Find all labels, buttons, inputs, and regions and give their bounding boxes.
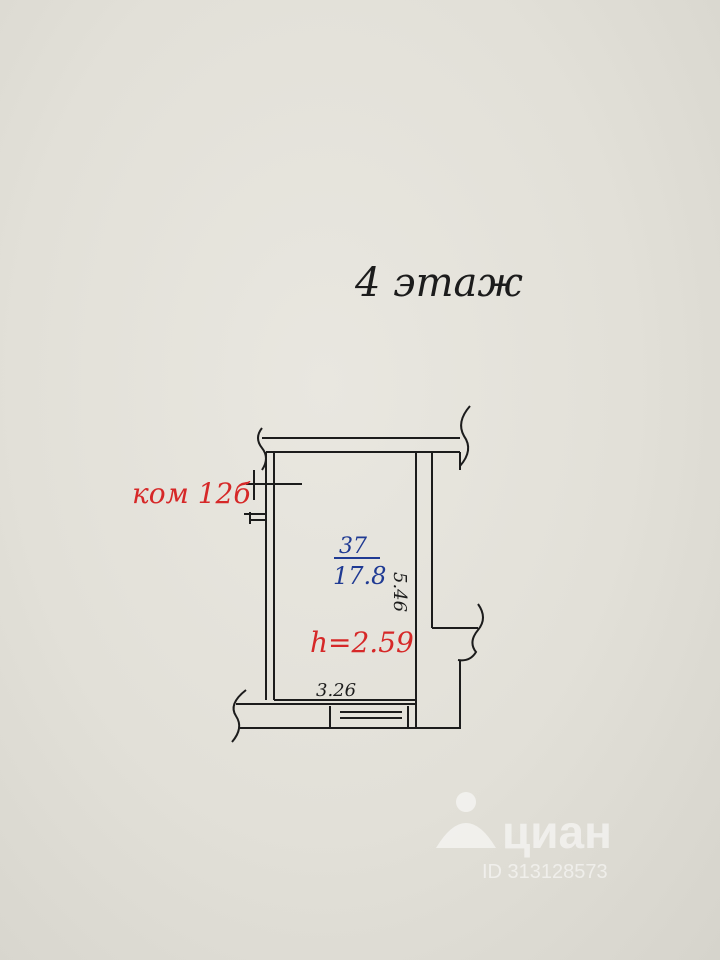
room-label: ком 12б (132, 477, 251, 510)
window (329, 706, 409, 728)
right-break (457, 603, 484, 662)
left-door-mark (244, 470, 302, 524)
room-number: 37 (339, 534, 367, 559)
room-area: 17.8 (333, 562, 386, 590)
bottom-left-break (231, 689, 247, 743)
watermark-id: ID 313128573 (482, 861, 608, 883)
cian-logo-icon (436, 792, 496, 848)
walls (231, 405, 484, 743)
top-wall (262, 437, 460, 453)
bottom-wall (236, 703, 416, 729)
top-right-break (459, 405, 471, 467)
left-wall (265, 452, 275, 700)
room-width: 3.26 (316, 680, 356, 701)
room-height: h=2.59 (310, 626, 414, 659)
top-left-break (257, 427, 267, 471)
watermark: циан ID 313128573 (436, 792, 612, 883)
right-wall-lower (415, 660, 461, 729)
room-length: 5.46 (389, 572, 410, 612)
watermark-brand: циан (502, 806, 612, 858)
floor-label: 4 этаж (354, 260, 523, 306)
right-wall (415, 452, 478, 629)
room-outline (274, 451, 417, 701)
